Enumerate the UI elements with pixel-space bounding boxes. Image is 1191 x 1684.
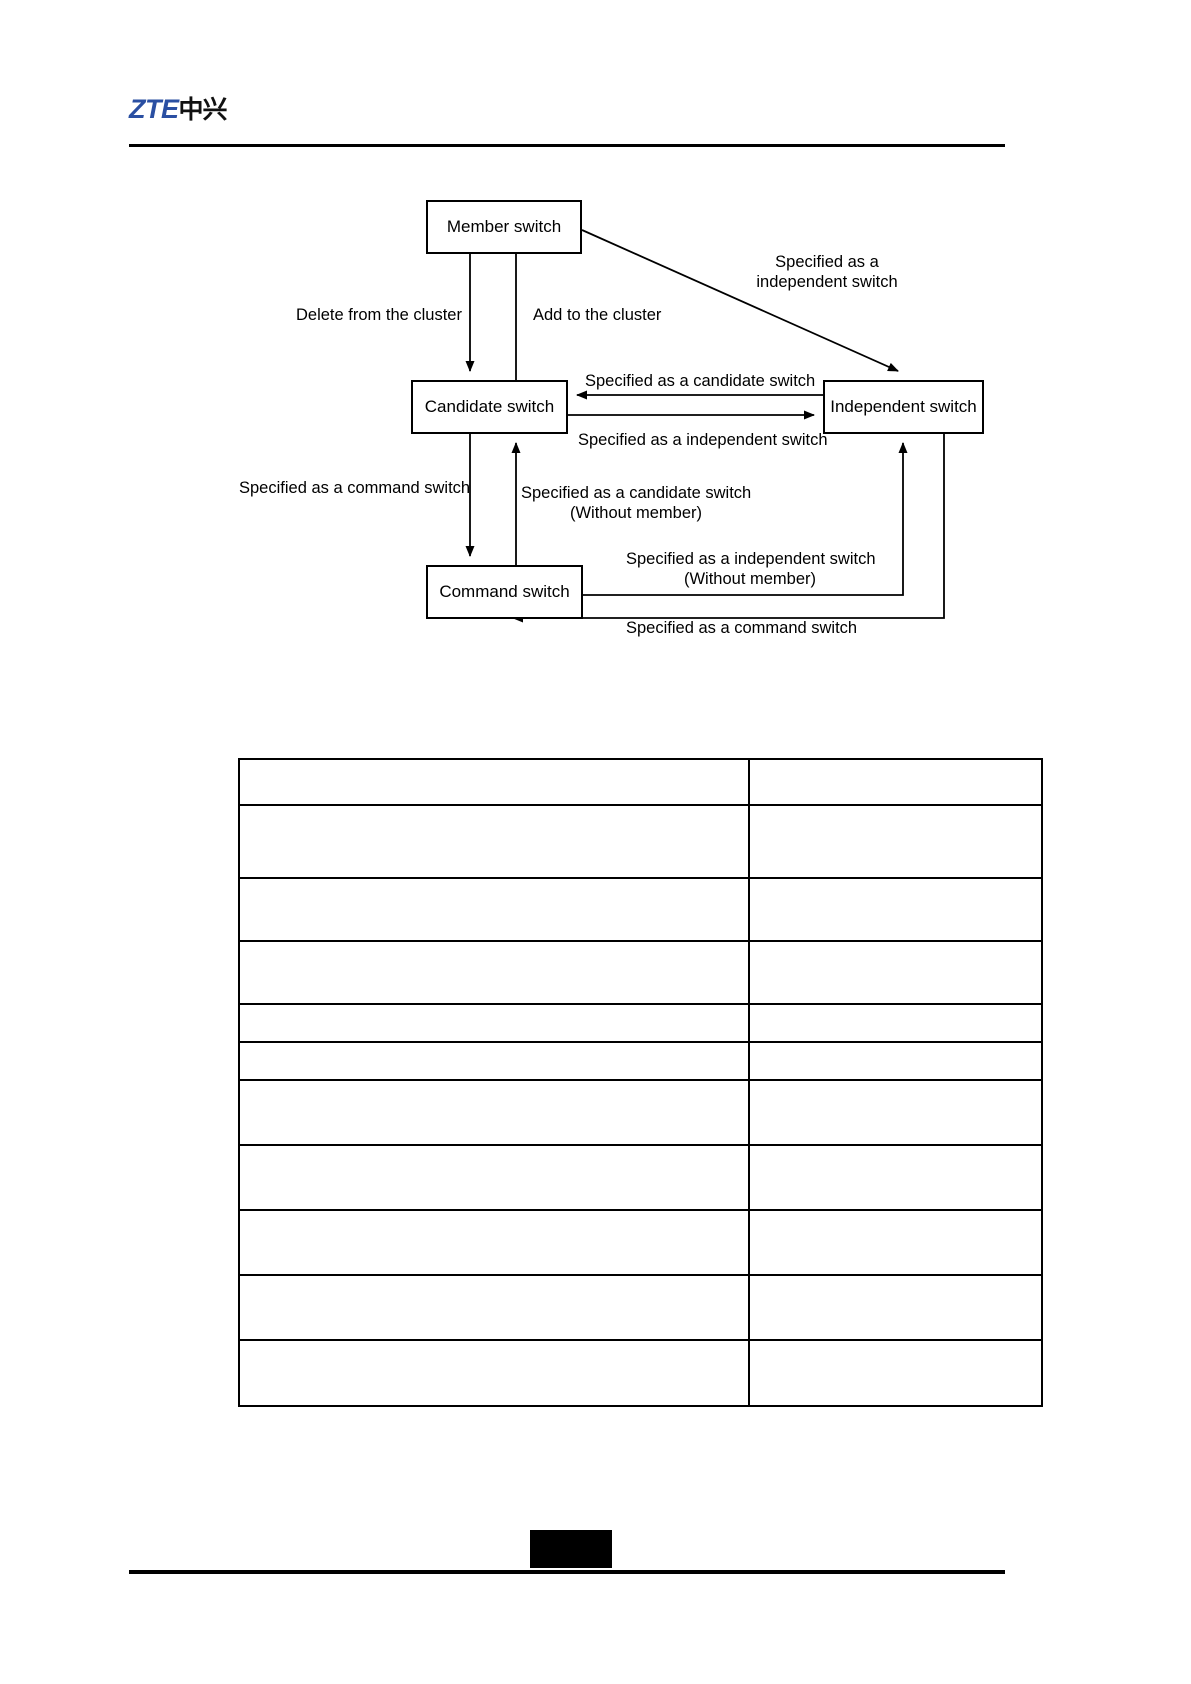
diagram-connectors [465,208,945,623]
logo-cjk-text: 中兴 [178,95,228,124]
table-cell-a [238,1144,750,1211]
table-row [238,1003,1043,1043]
table-cell-b [748,1003,1043,1043]
table-cell-a [238,1274,750,1341]
table-cell-a [238,758,750,806]
zte-logo: ZTE中兴 [129,94,228,124]
footer-divider-rule [129,1570,1005,1574]
table-cell-b [748,1209,1043,1276]
edge-member-to-independent [581,229,899,372]
node-independent-switch[interactable]: Independent switch [823,380,984,434]
table-cell-a [238,1003,750,1043]
label-specified-independent-nomember-line2: (Without member) [683,570,817,589]
table-cell-a [238,877,750,942]
table-row [238,940,1043,1005]
table-cell-a [238,1041,750,1081]
footer-redaction-block [530,1530,612,1568]
table-row [238,1339,1043,1407]
node-member-switch[interactable]: Member switch [426,200,582,254]
label-specified-independent-line2: independent switch [756,273,898,292]
table-row [238,758,1043,806]
table-cell-b [748,804,1043,879]
table-row [238,877,1043,942]
node-candidate-switch[interactable]: Candidate switch [411,380,568,434]
content-table [238,758,1043,1407]
logo-latin-text: ZTE [129,94,179,124]
label-add-to-cluster: Add to the cluster [533,306,662,324]
label-specified-independent-line1: Specified as a [775,253,879,271]
label-specified-candidate-nomember-line1: Specified as a candidate switch [521,484,752,502]
table-cell-b [748,1274,1043,1341]
table-cell-a [238,940,750,1005]
table-row [238,1079,1043,1146]
table-cell-b [748,940,1043,1005]
label-specified-independent-mid: Specified as a independent switch [578,431,828,449]
label-specified-command-bottom: Specified as a command switch [626,619,858,637]
table-cell-b [748,1041,1043,1081]
table-row [238,804,1043,879]
table-body [238,758,1043,1407]
table-row [238,1274,1043,1341]
table-row [238,1209,1043,1276]
table-cell-a [238,1209,750,1276]
table-row [238,1144,1043,1211]
table-cell-a [238,1339,750,1407]
header-divider-rule [129,144,1005,147]
label-specified-candidate-top: Specified as a candidate switch [585,372,816,390]
label-specified-candidate-nomember-line2: (Without member) [569,504,703,523]
table-cell-b [748,758,1043,806]
table-row [238,1041,1043,1081]
table-cell-b [748,1079,1043,1146]
label-delete-from-cluster: Delete from the cluster [296,306,462,324]
edge-independent-to-command [512,434,945,623]
table-cell-b [748,1144,1043,1211]
table-cell-b [748,1339,1043,1407]
label-specified-command-left: Specified as a command switch [239,479,471,497]
edge-command-to-independent [583,442,908,596]
label-specified-independent-nomember-line1: Specified as a independent switch [626,550,876,568]
node-command-switch[interactable]: Command switch [426,565,583,619]
table-cell-a [238,1079,750,1146]
state-transition-diagram: Member switch Candidate switch Independe… [0,170,1191,660]
table-cell-a [238,804,750,879]
table-cell-b [748,877,1043,942]
